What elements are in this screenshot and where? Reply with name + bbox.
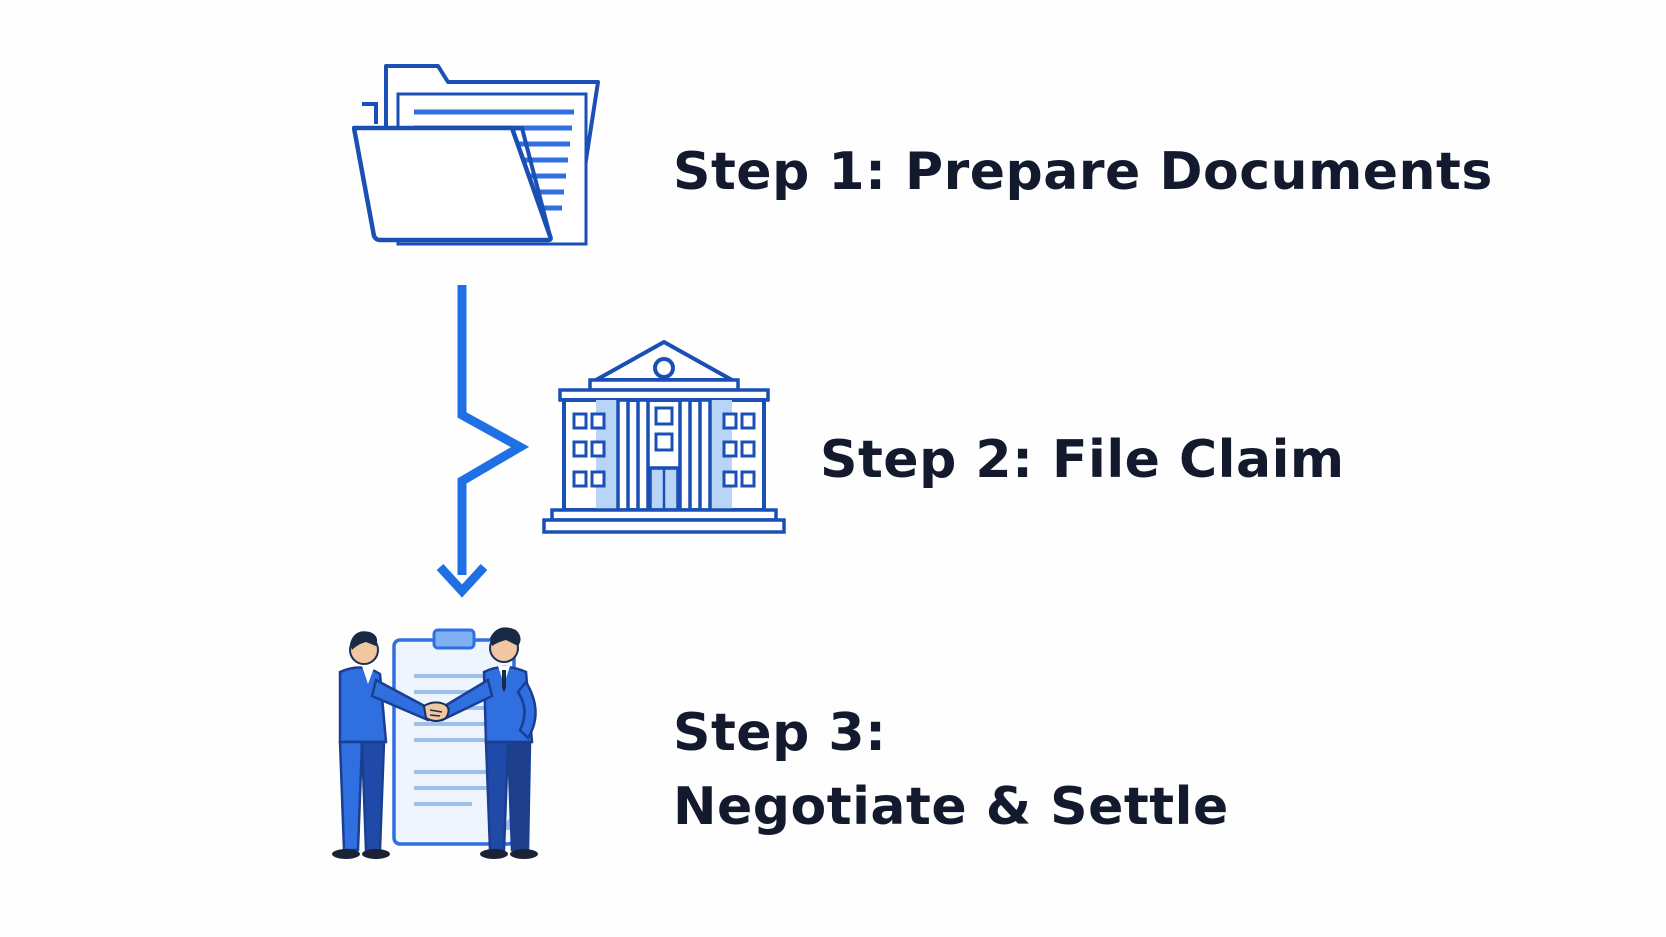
folder-documents-icon bbox=[352, 62, 604, 260]
step-3-label: Step 3: Negotiate & Settle bbox=[673, 696, 1229, 844]
step-3-label-line-2: Negotiate & Settle bbox=[673, 777, 1229, 837]
step-2-label: Step 2: File Claim bbox=[820, 428, 1345, 492]
zigzag-down-arrow bbox=[432, 285, 532, 615]
handshake-agreement-icon bbox=[322, 622, 582, 882]
step-3-label-line-1: Step 3: bbox=[673, 703, 887, 763]
step-1-label: Step 1: Prepare Documents bbox=[673, 140, 1493, 204]
step-1-label-line: Step 1: Prepare Documents bbox=[673, 142, 1493, 202]
step-2-label-line: Step 2: File Claim bbox=[820, 430, 1345, 490]
courthouse-icon bbox=[542, 338, 786, 540]
